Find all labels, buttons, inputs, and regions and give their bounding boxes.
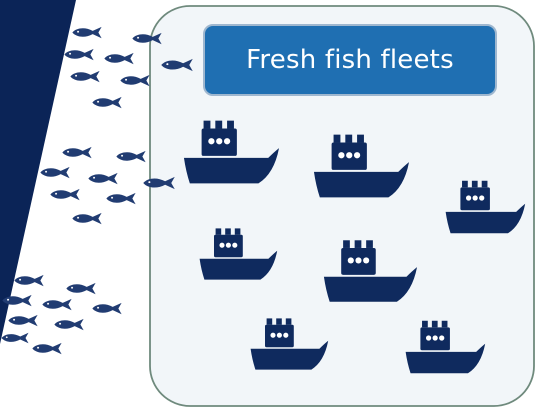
fish-icon — [14, 274, 44, 287]
fish-icon — [8, 314, 38, 327]
fish-icon — [50, 188, 80, 201]
fish-icon — [40, 166, 70, 179]
fleet-panel — [149, 5, 535, 407]
fish-icon — [66, 282, 96, 295]
fleet-label: Fresh fish fleets — [203, 24, 497, 96]
fish-icon — [92, 302, 122, 315]
left-banner — [0, 0, 76, 344]
fish-icon — [42, 298, 72, 311]
fish-icon — [1, 332, 29, 344]
fish-icon — [32, 342, 62, 355]
fish-icon — [72, 26, 102, 39]
fish-icon — [88, 172, 118, 185]
fish-icon — [64, 48, 94, 61]
fish-icon — [104, 52, 134, 65]
fish-icon — [72, 212, 102, 225]
fish-icon — [62, 146, 92, 159]
fish-icon — [120, 74, 150, 87]
fish-icon — [54, 318, 84, 331]
fish-icon — [106, 192, 136, 205]
fish-icon — [70, 70, 100, 83]
fish-icon — [116, 150, 146, 163]
fish-icon — [92, 96, 122, 109]
